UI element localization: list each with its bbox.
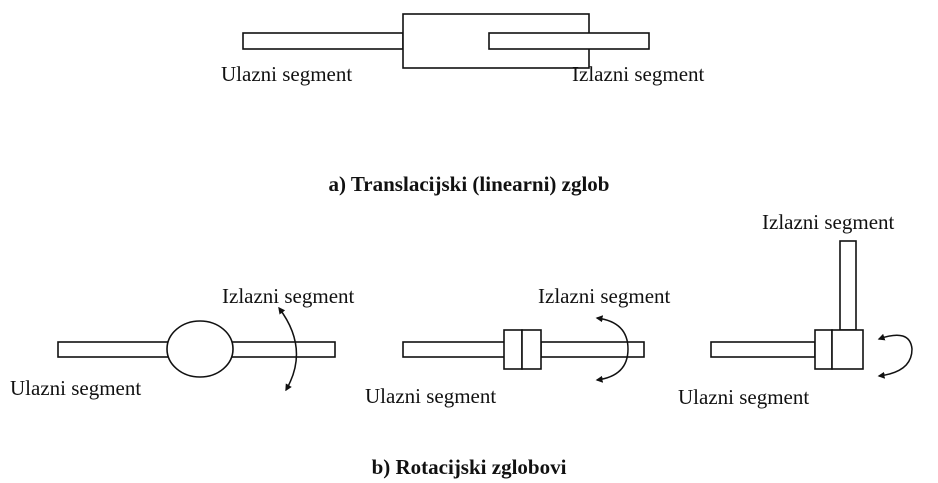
joint3-collar-left	[814, 329, 833, 370]
joint2-collar-left	[503, 329, 523, 370]
rotational-joint-1: Izlazni segment Ulazni segment	[10, 284, 355, 400]
translational-output-label: Izlazni segment	[572, 62, 705, 86]
joint2-rotation-arrow	[595, 315, 629, 383]
rotational-caption: b) Rotacijski zglobovi	[372, 455, 567, 479]
joint1-output-label: Izlazni segment	[222, 284, 355, 308]
translational-input-label: Ulazni segment	[221, 62, 352, 86]
joint3-input-segment	[710, 341, 816, 358]
rotational-joint-3: Izlazni segment Ulazni segment	[678, 210, 913, 409]
joint1-ball	[166, 320, 234, 378]
translational-input-segment	[242, 32, 404, 50]
joint1-input-label: Ulazni segment	[10, 376, 141, 400]
joint1-input-segment	[57, 341, 173, 358]
joint3-output-label: Izlazni segment	[762, 210, 895, 234]
translational-caption: a) Translacijski (linearni) zglob	[329, 172, 610, 196]
joint2-input-segment	[402, 341, 506, 358]
joint1-rotation-arrow	[278, 306, 298, 392]
translational-output-segment	[488, 32, 650, 50]
joint3-output-segment	[839, 240, 857, 331]
joint1-output-segment	[228, 341, 336, 358]
joint3-input-label: Ulazni segment	[678, 385, 809, 409]
joint3-collar-right	[831, 329, 864, 370]
joint3-rotation-arrow	[877, 333, 913, 379]
translational-joint: Ulazni segment Izlazni segment	[221, 13, 705, 86]
rotational-joint-2: Izlazni segment Ulazni segment	[365, 284, 671, 408]
joint2-output-label: Izlazni segment	[538, 284, 671, 308]
joint2-input-label: Ulazni segment	[365, 384, 496, 408]
joint2-collar-right	[521, 329, 542, 370]
